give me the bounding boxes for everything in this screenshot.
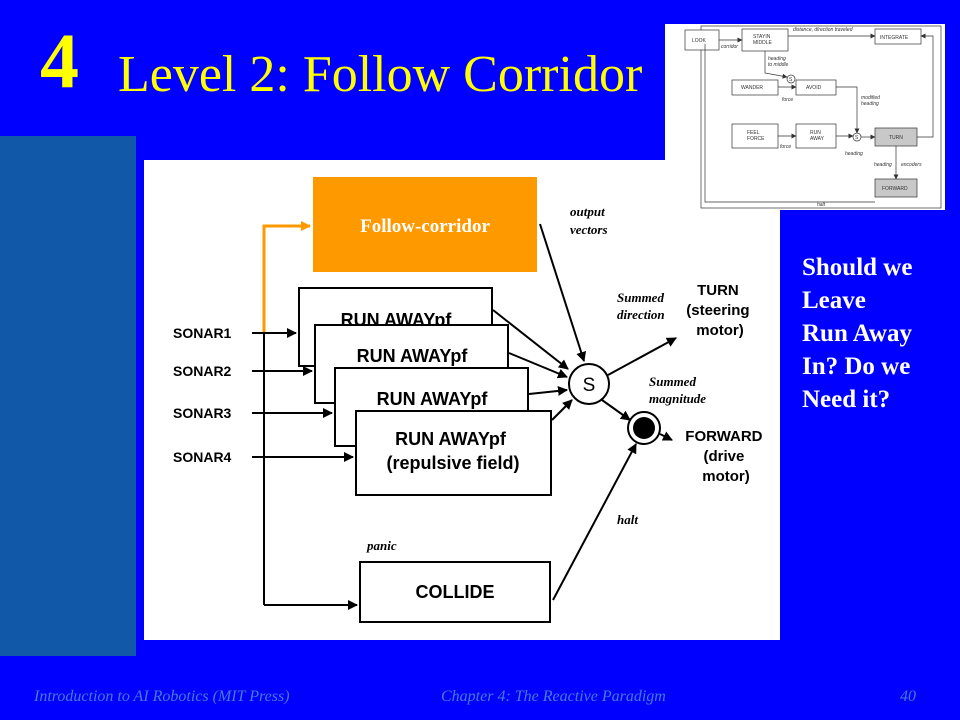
turn-label: TURN (steering motor) [686, 282, 754, 339]
thumb-force: force [782, 97, 793, 103]
runaway-box-4 [355, 410, 552, 496]
halt-arrow [552, 443, 637, 601]
forward-node-inner [633, 417, 655, 439]
slide-title: Level 2: Follow Corridor [118, 46, 643, 103]
arrow-corridor-to-s [539, 223, 587, 362]
thumb-runaway-box [795, 123, 837, 149]
question-line-4: In? Do we [802, 353, 911, 380]
sonar3-label: SONAR3 [173, 405, 232, 421]
thumb-corridor: corridor [721, 44, 738, 50]
runaway-label-2: RUN AWAYpf [357, 346, 469, 366]
runaway-label-4: RUN AWAYpf (repulsive field) [386, 429, 519, 473]
footer-page-number: 40 [900, 688, 916, 705]
sum-node [568, 363, 610, 405]
thumb-halt: halt [817, 202, 826, 208]
side-panel [0, 136, 136, 656]
slide-number: 4 [40, 17, 79, 104]
halt-label: halt [617, 512, 638, 527]
arrow-s-to-turn [607, 337, 677, 376]
thumb-line-10 [917, 33, 934, 138]
orange-connector [262, 221, 311, 333]
summed-magnitude-label: Summed magnitude [649, 374, 706, 406]
thumb-encoders: encoders [901, 162, 922, 168]
thumb-turn: TURN [889, 135, 903, 141]
thumb-avoid: AVOID [806, 85, 822, 91]
arrow-node-to-forward [659, 431, 673, 441]
thumb-heading: heading [845, 151, 863, 157]
question-line-5: Need it? [802, 386, 891, 413]
thumb-s2: S [855, 135, 859, 141]
sonar4-label: SONAR4 [173, 449, 232, 465]
thumb-line-3 [764, 51, 788, 79]
thumb-heading2: heading [874, 162, 892, 168]
question-line-3: Run Away [802, 320, 912, 347]
sum-node-label: S [583, 375, 596, 396]
arrow-ra3-to-s [528, 385, 568, 396]
collide-box [359, 561, 551, 623]
sonar1-label: SONAR1 [173, 325, 232, 341]
thumb-line-5 [836, 86, 860, 134]
thumb-s-node-1 [786, 74, 796, 84]
arrow-ra4-to-s [551, 399, 573, 421]
footer-chapter: Chapter 4: The Reactive Paradigm [441, 688, 666, 705]
arrow-ra1-to-s [492, 309, 569, 370]
thumb-force2: force [780, 144, 791, 150]
thumb-forward: FORWARD [882, 186, 908, 192]
thumb-wander: WANDER [741, 85, 763, 91]
thumb-wander-box [731, 79, 779, 96]
footer-book-title: Introduction to AI Robotics (MIT Press) [34, 688, 290, 705]
forward-label: FORWARD (drive motor) [685, 428, 766, 485]
main-diagram: Follow-corridor output vectors RUN AWAYp… [144, 160, 780, 640]
summed-direction-label: Summed direction [617, 290, 667, 322]
collide-label: COLLIDE [416, 582, 495, 602]
output-vectors-label: output vectors [570, 204, 608, 237]
arrow-s-to-forward [601, 399, 631, 421]
thumb-line-11 [704, 44, 875, 203]
thumb-outer-border [700, 25, 942, 209]
thumb-distance: distance, direction traveled [793, 27, 853, 33]
runaway-label-3: RUN AWAYpf [377, 389, 489, 409]
follow-corridor-box [313, 177, 537, 272]
thumb-integrate: INTEGRATE [880, 35, 909, 41]
behavior-diagram-svg: Follow-corridor output vectors RUN AWAYp… [173, 177, 766, 623]
arrow-ra2-to-s [508, 352, 568, 379]
question-line-2: Leave [802, 287, 866, 314]
thumb-s1: S [789, 77, 793, 83]
sonar2-label: SONAR2 [173, 363, 232, 379]
question-line-1: Should we [802, 254, 913, 281]
thumb-feelforce-box [731, 123, 779, 149]
thumb-look: LOOK [692, 38, 707, 44]
follow-corridor-label: Follow-corridor [360, 216, 490, 237]
panic-label: panic [366, 538, 397, 553]
question-text: Should we Leave Run Away In? Do we Need … [802, 251, 957, 416]
